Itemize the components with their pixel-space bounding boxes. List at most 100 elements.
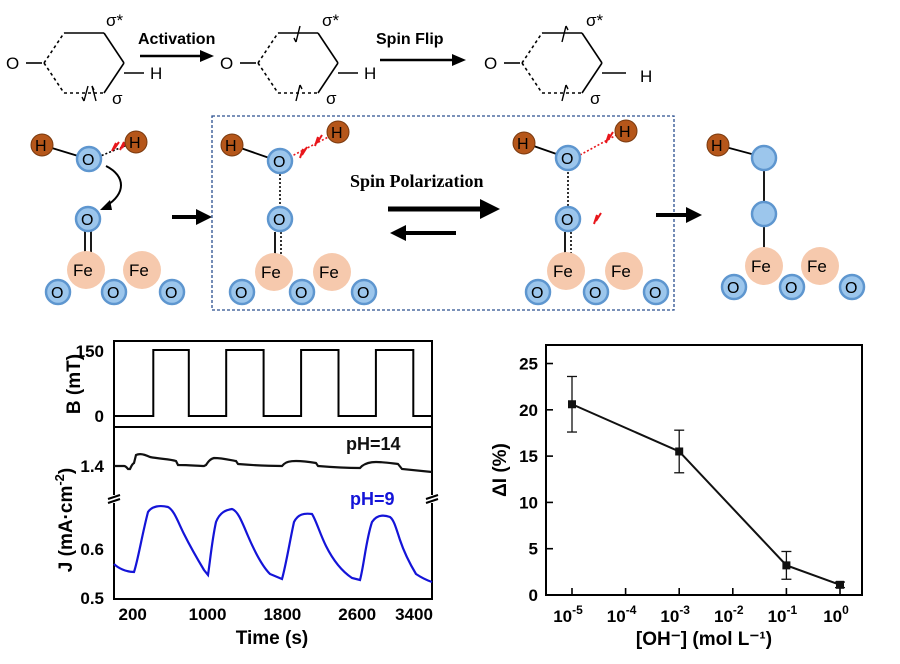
atom-fe-label: Fe bbox=[73, 261, 93, 280]
ytick-label: 0.6 bbox=[80, 540, 104, 559]
x-axis-label: Time (s) bbox=[236, 628, 309, 649]
reaction-arrow-1 bbox=[172, 209, 212, 225]
spin-arrow-icon bbox=[111, 141, 120, 152]
xtick-label: 10-5 bbox=[553, 603, 583, 626]
atom-fe-label: Fe bbox=[553, 262, 573, 281]
orbital-ligand-label: O bbox=[220, 54, 233, 73]
atom-fe-label: Fe bbox=[319, 263, 339, 282]
atom-h-label: H bbox=[35, 138, 47, 155]
spin-up-icon bbox=[561, 84, 569, 102]
reaction-arrow-2 bbox=[656, 207, 702, 223]
left-chart: B (mT) J (mA·cm-2) 150 0 1.4 0.6 0.5 pH=… bbox=[52, 340, 439, 649]
spin-up-icon bbox=[561, 25, 569, 43]
xtick-label: 10-4 bbox=[607, 603, 637, 626]
atom-o-label: O bbox=[295, 285, 307, 302]
atom-fe-label: Fe bbox=[129, 261, 149, 280]
orbital-diagram-2: O H σ* σ bbox=[220, 11, 376, 108]
spin-arrow-icon bbox=[299, 146, 308, 159]
orbital-diagram-3: O H σ* σ bbox=[484, 11, 652, 108]
x-axis-label: [OH⁻] (mol L⁻¹) bbox=[636, 629, 772, 650]
mechanism-stage-2: H O H O Fe Fe O O O bbox=[220, 120, 378, 306]
current-density-panel bbox=[113, 426, 433, 600]
spin-down-icon bbox=[293, 25, 301, 43]
atom-o-label: O bbox=[727, 280, 739, 297]
y-axis-label-b: B (mT) bbox=[64, 354, 85, 414]
atom-o-label: O bbox=[845, 280, 857, 297]
xtick-label: 2600 bbox=[338, 605, 376, 624]
ytick-label: 20 bbox=[519, 401, 538, 420]
equilibrium-arrows: Spin Polarization bbox=[350, 171, 500, 241]
orbital-sigma-label: σ bbox=[326, 89, 337, 108]
atom-o-label: O bbox=[785, 280, 797, 297]
orbital-sigma-star-label: σ* bbox=[106, 11, 123, 30]
activation-arrow: Activation bbox=[138, 31, 215, 62]
atom-o-label: O bbox=[82, 152, 94, 169]
ph9-trace bbox=[113, 504, 433, 584]
atom-o-label: O bbox=[357, 285, 369, 302]
xtick-label: 1800 bbox=[263, 605, 301, 624]
xtick-label: 3400 bbox=[395, 605, 433, 624]
ytick-label: 15 bbox=[519, 447, 538, 466]
spin-flip-label: Spin Flip bbox=[376, 31, 444, 48]
series-line bbox=[571, 403, 841, 586]
ytick-label: 0.5 bbox=[80, 589, 104, 608]
atom-fe-label: Fe bbox=[807, 257, 827, 276]
spin-polarization-label: Spin Polarization bbox=[350, 171, 484, 191]
ytick-label: 0 bbox=[95, 407, 104, 426]
atom-o-label: O bbox=[531, 285, 543, 302]
electron-pair-icon bbox=[81, 85, 97, 102]
orbital-diagram-1: O H σ* σ bbox=[6, 11, 162, 108]
ytick-label: 25 bbox=[519, 355, 538, 374]
mechanism-stage-1: H O H O Fe Fe O O O bbox=[30, 130, 186, 306]
magnetic-field-panel bbox=[113, 340, 433, 428]
data-point bbox=[675, 447, 684, 456]
atom-o-label: O bbox=[51, 285, 63, 302]
y-axis-label-j: J (mA·cm-2) bbox=[52, 468, 77, 572]
xtick-label: 10-3 bbox=[660, 603, 690, 626]
atom-h-label: H bbox=[619, 124, 631, 141]
ph14-trace bbox=[114, 453, 433, 474]
atom-fe-label: Fe bbox=[611, 262, 631, 281]
xtick-label: 10-1 bbox=[768, 603, 798, 626]
data-point bbox=[568, 400, 576, 409]
mechanism-stage-4: H Fe Fe O O O bbox=[706, 133, 866, 301]
right-series bbox=[567, 375, 845, 589]
orbital-sigma-star-label: σ* bbox=[322, 11, 339, 30]
orbital-ligand-label: O bbox=[6, 54, 19, 73]
series-label-ph9: pH=9 bbox=[350, 489, 395, 509]
atom-h-label: H bbox=[225, 138, 237, 155]
spin-flip-arrow: Spin Flip bbox=[376, 31, 466, 66]
spin-arrow-icon bbox=[593, 212, 602, 225]
ytick-label: 1.4 bbox=[80, 457, 104, 476]
mechanism-row: H O H O Fe Fe O O O bbox=[30, 115, 866, 311]
activation-label: Activation bbox=[138, 31, 215, 48]
atom-fe-label: Fe bbox=[751, 257, 771, 276]
axis-break-left bbox=[107, 494, 121, 500]
left-y-ticks: 150 0 1.4 0.6 0.5 bbox=[76, 342, 105, 608]
orbital-scheme: O H σ* σ Activation bbox=[6, 11, 652, 108]
orbital-ligand-label: O bbox=[484, 54, 497, 73]
orbital-h-label: H bbox=[640, 67, 652, 86]
right-x-ticks: 10-5 10-4 10-3 10-2 10-1 100 bbox=[553, 588, 849, 626]
atom-o-label: O bbox=[561, 151, 573, 168]
orbital-sigma-label: σ bbox=[590, 89, 601, 108]
axis-break-right bbox=[425, 494, 439, 500]
mechanism-stage-3: H O H O Fe Fe O O O bbox=[512, 119, 670, 306]
xtick-label: 100 bbox=[823, 603, 849, 626]
spin-up-icon bbox=[295, 84, 303, 102]
xtick-label: 10-2 bbox=[714, 603, 744, 626]
atom-o-label: O bbox=[235, 285, 247, 302]
data-point bbox=[836, 580, 844, 589]
atom-o-label: O bbox=[561, 212, 573, 229]
spin-arrow-icon bbox=[605, 131, 614, 144]
atom-o-label: O bbox=[273, 154, 285, 171]
y-axis-label: ΔI (%) bbox=[490, 443, 511, 497]
atom-h-label: H bbox=[517, 136, 529, 153]
spin-arrow-icon bbox=[314, 134, 323, 147]
atom-o-label: O bbox=[165, 285, 177, 302]
spin-polarization-box bbox=[211, 115, 675, 311]
spin-arrow-icon bbox=[119, 140, 128, 151]
